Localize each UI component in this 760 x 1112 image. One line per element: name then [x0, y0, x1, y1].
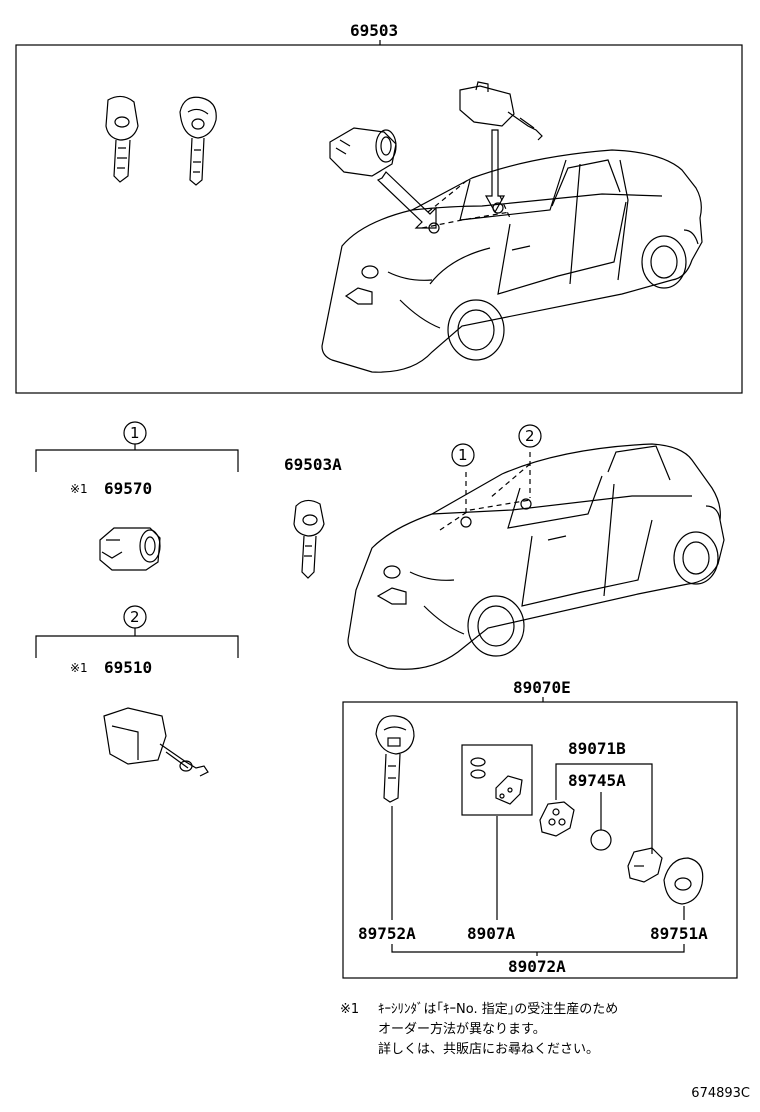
note-mark: ※1 [340, 1002, 360, 1017]
leader-line [555, 763, 653, 854]
key-icon [105, 95, 139, 183]
note-line-2: オーダー方法が異なります。 [378, 1022, 546, 1037]
callout-2: 2 [130, 608, 140, 626]
set-69503-box [15, 44, 743, 394]
pointer-arrow [376, 171, 437, 229]
diagram-code: 674893C [691, 1086, 750, 1101]
note-line-3: 詳しくは、共販店にお尋ねください。 [378, 1042, 600, 1057]
part-number-89071B: 89071B [568, 739, 626, 758]
bracket-89072A [391, 944, 685, 956]
key-icon [375, 715, 415, 803]
part-number-89745A: 89745A [568, 771, 626, 790]
callout-2: 2 [525, 427, 535, 445]
footnote: ※1 ｷｰｼﾘﾝﾀﾞは｢ｷｰNo. 指定｣の受注生産のため オーダー方法が異なりま… [340, 1000, 740, 1060]
callout-circle-1 [451, 443, 475, 467]
door-lock-cylinder-icon [99, 527, 161, 571]
ignition-cylinder-icon [103, 707, 209, 777]
part-number-69503: 69503 [350, 21, 398, 40]
bracket-1 [35, 444, 239, 472]
key-cover-icon [539, 801, 575, 837]
part-number-69510: 69510 [104, 658, 152, 677]
key-icon [179, 96, 217, 186]
car-illustration [347, 443, 725, 670]
note-mark: ※1 [70, 661, 88, 675]
part-number-69503A: 69503A [284, 455, 342, 474]
callout-circle-2 [518, 424, 542, 448]
bracket-2 [35, 628, 239, 658]
callout-1: 1 [458, 446, 468, 464]
key-icon [293, 499, 325, 579]
callout-1: 1 [130, 424, 140, 442]
part-number-89751A: 89751A [650, 924, 708, 943]
part-number-89072A: 89072A [508, 957, 566, 976]
part-number-69570: 69570 [104, 479, 152, 498]
battery-icon [590, 829, 612, 851]
note-mark: ※1 [70, 482, 88, 496]
car-illustration [321, 149, 703, 373]
remote-head-icon [663, 857, 704, 905]
part-number-89752A: 89752A [358, 924, 416, 943]
circuit-board-icon [470, 757, 523, 805]
set-89070E-box [342, 701, 738, 979]
part-number-8907A: 8907A [467, 924, 516, 943]
note-line-1: ｷｰｼﾘﾝﾀﾞは｢ｷｰNo. 指定｣の受注生産のため [378, 1002, 619, 1017]
transponder-board [461, 744, 533, 816]
door-lock-cylinder-icon [329, 127, 397, 177]
part-number-89070E: 89070E [513, 678, 571, 697]
ignition-cylinder-icon [459, 81, 543, 141]
key-case-icon [627, 847, 663, 883]
